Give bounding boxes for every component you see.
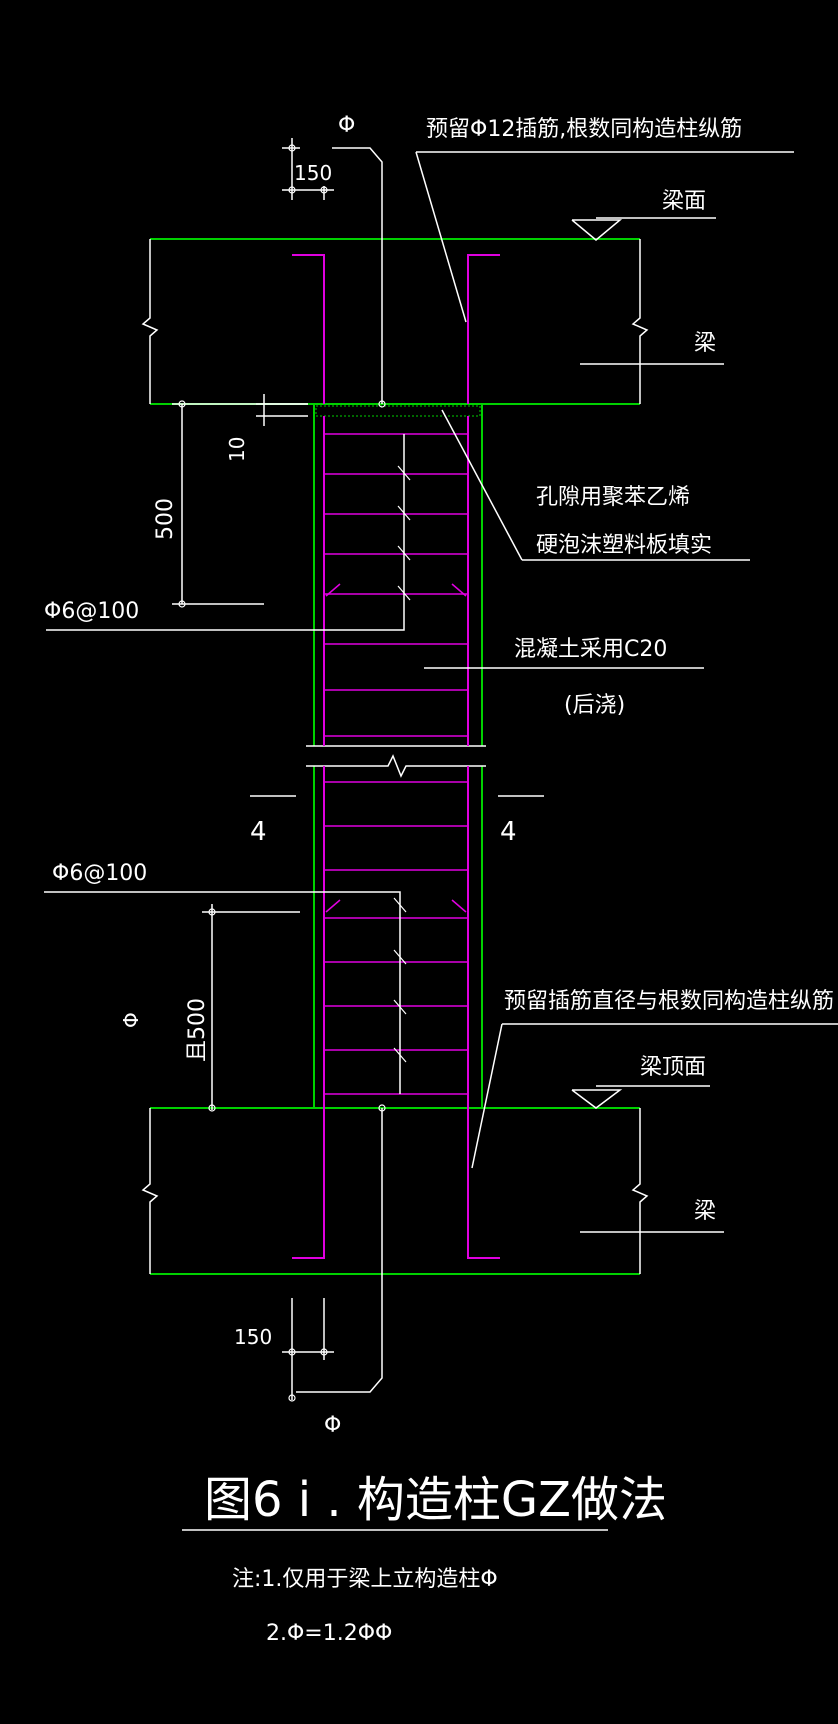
foam-note-line-2: 硬泡沫塑料板填实 bbox=[536, 533, 712, 558]
bottom-dowel-note: 预留插筋直径与根数同构造柱纵筋 bbox=[504, 989, 834, 1014]
foam-note-line-1: 孔隙用聚苯乙烯 bbox=[536, 485, 690, 510]
gap-dim-label: 10 bbox=[225, 437, 249, 462]
beam-bottom-label: 梁 bbox=[694, 1199, 716, 1224]
bottom-beam-break-lines bbox=[141, 1108, 649, 1274]
bottom-dim-symbol: Φ bbox=[119, 1012, 143, 1028]
note-1: 注:1.仅用于梁上立构造柱Φ bbox=[232, 1567, 498, 1592]
top-beam-break-lines bbox=[141, 239, 649, 404]
annotation-lines bbox=[44, 138, 838, 1531]
section-mark-left: 4 bbox=[250, 817, 267, 847]
beam-bottom-face-label: 梁顶面 bbox=[640, 1055, 706, 1080]
concrete-note-line-2: (后浇) bbox=[564, 693, 625, 718]
concrete-note-line-1: 混凝土采用C20 bbox=[514, 637, 667, 662]
note-2: 2.Φ=1.2ΦΦ bbox=[266, 1621, 392, 1646]
column-outline bbox=[313, 404, 483, 1108]
top-beam bbox=[150, 238, 640, 405]
bottom-beam bbox=[150, 1107, 640, 1275]
bottom-dim-label: 且500 bbox=[185, 998, 210, 1062]
bottom-stirrup-label: Φ6@100 bbox=[52, 861, 147, 886]
top-dowel-note: 预留Φ12插筋,根数同构造柱纵筋 bbox=[426, 117, 742, 142]
stirrups bbox=[324, 433, 468, 1095]
column-break-line bbox=[306, 745, 486, 778]
top-dim-label: 500 bbox=[153, 498, 178, 540]
spacing-bottom-label: 150 bbox=[234, 1325, 272, 1349]
beam-top-label: 梁 bbox=[694, 331, 716, 356]
drawing-title: 图6 i . 构造柱GZ做法 bbox=[204, 1472, 667, 1528]
spacing-top-label: 150 bbox=[294, 161, 332, 185]
stirrup-ticks bbox=[393, 465, 411, 1063]
section-mark-right: 4 bbox=[500, 817, 517, 847]
dimension-dots bbox=[178, 144, 386, 1402]
top-stirrup-label: Φ6@100 bbox=[44, 599, 139, 624]
beam-top-face-label: 梁面 bbox=[662, 189, 706, 214]
foam-gap-fill bbox=[315, 405, 481, 417]
top-bar-symbol: Φ bbox=[338, 113, 355, 138]
longitudinal-bars bbox=[292, 254, 500, 1259]
bottom-bar-symbol: Φ bbox=[324, 1413, 341, 1438]
